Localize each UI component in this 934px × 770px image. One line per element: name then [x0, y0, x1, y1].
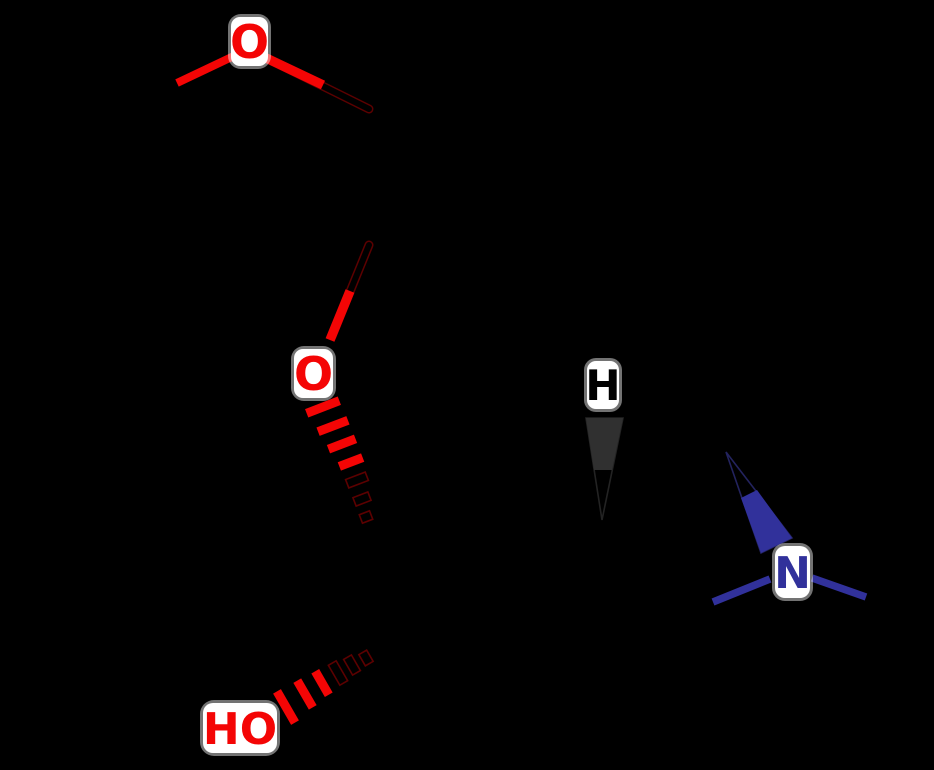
hash-dash-outlined: [357, 649, 375, 667]
bond-nitrogen-methyl: [810, 574, 868, 601]
label-plate: [587, 361, 619, 409]
bridge-oxygen-label: O: [294, 347, 333, 401]
bond-red-half: [261, 52, 326, 90]
label-plate: [203, 703, 277, 753]
hash-dash-outlined: [327, 659, 349, 687]
bond-nitrogen-left: [711, 575, 772, 606]
label-methoxy-oxygen: O: [228, 14, 271, 69]
bond-red-half: [325, 289, 355, 342]
hydroxyl-label: HO: [203, 704, 277, 755]
wedge-blue-half: [741, 490, 792, 553]
hash-dash-red: [293, 678, 317, 710]
methoxy-oxygen-label: O: [230, 15, 269, 69]
hash-dash-outlined: [344, 471, 370, 489]
label-plate: [294, 349, 333, 398]
bond-methyl-to-methoxy-oxygen: [175, 51, 238, 87]
hash-dash-outlined: [351, 490, 373, 508]
hash-wedge-hydroxyl: [273, 649, 375, 725]
wedge-gray-half: [586, 418, 623, 470]
bond-ring-to-bridge-oxygen: [325, 240, 374, 342]
label-bridge-oxygen: O: [291, 346, 336, 401]
hash-dash-red: [311, 669, 333, 697]
label-stereo-hydrogen: H: [584, 358, 622, 412]
hash-wedge-bridge-oxygen: [305, 396, 374, 525]
hash-dash-red: [337, 453, 365, 471]
hash-dash-red: [316, 416, 350, 436]
hash-dash-outlined: [342, 653, 362, 677]
amine-nitrogen-label: N: [774, 548, 811, 599]
solid-wedge-hydrogen: [585, 417, 624, 521]
stereo-hydrogen-label: H: [585, 361, 620, 410]
hash-dash-red: [273, 689, 299, 725]
label-hydroxyl: HO: [200, 700, 280, 756]
solid-wedge-nitrogen: [725, 451, 794, 555]
label-plate: [231, 17, 268, 66]
label-amine-nitrogen: N: [772, 543, 813, 601]
hash-dash-outlined: [358, 509, 374, 525]
label-plate: [775, 546, 810, 598]
hash-dash-red: [326, 434, 358, 454]
hash-dash-red: [305, 396, 341, 418]
bond-methoxy-oxygen-to-ring: [261, 52, 374, 114]
